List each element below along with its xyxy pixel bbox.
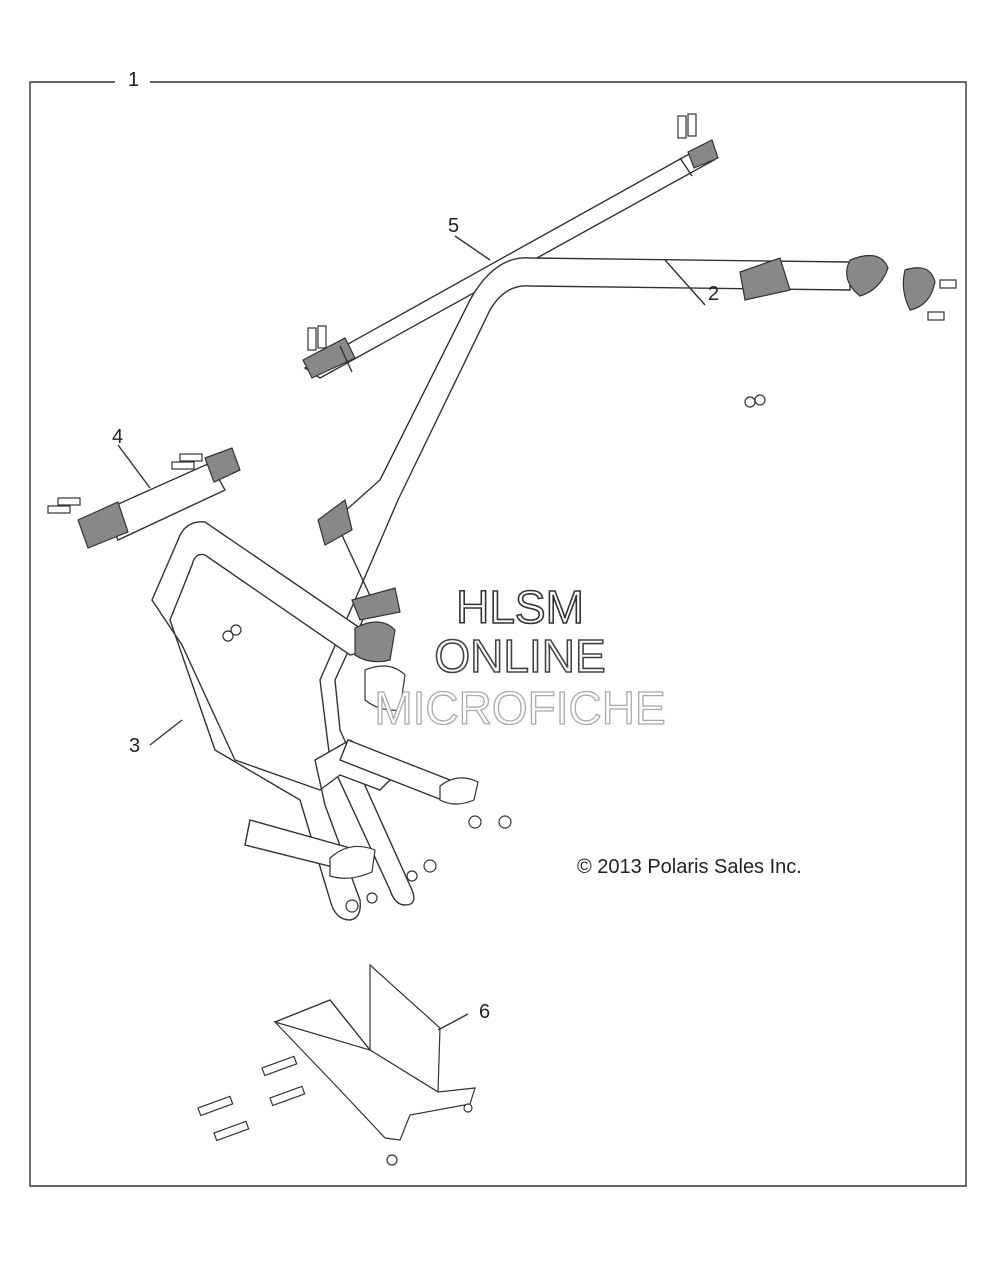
callout-2: 2 [708,283,720,305]
part-5-upper-crossbar [302,113,719,379]
callout-3: 3 [129,735,141,757]
callout-5: 5 [448,215,460,237]
part-2-main-bar [317,254,957,906]
watermark-line-3: MICROFICHE [374,682,667,734]
callout-6: 6 [479,1001,491,1023]
callout-1: 1 [128,69,140,91]
callout-4: 4 [112,426,124,448]
assembly-frame [29,81,967,1187]
part-3-front-frame [149,521,512,921]
watermark-line-2: ONLINE [434,630,607,682]
part-4-lower-crossbar [47,444,241,549]
watermark-line-1: HLSM [455,581,584,633]
part-6-mount-plate [197,963,476,1166]
copyright-notice: © 2013 Polaris Sales Inc. [577,856,802,878]
